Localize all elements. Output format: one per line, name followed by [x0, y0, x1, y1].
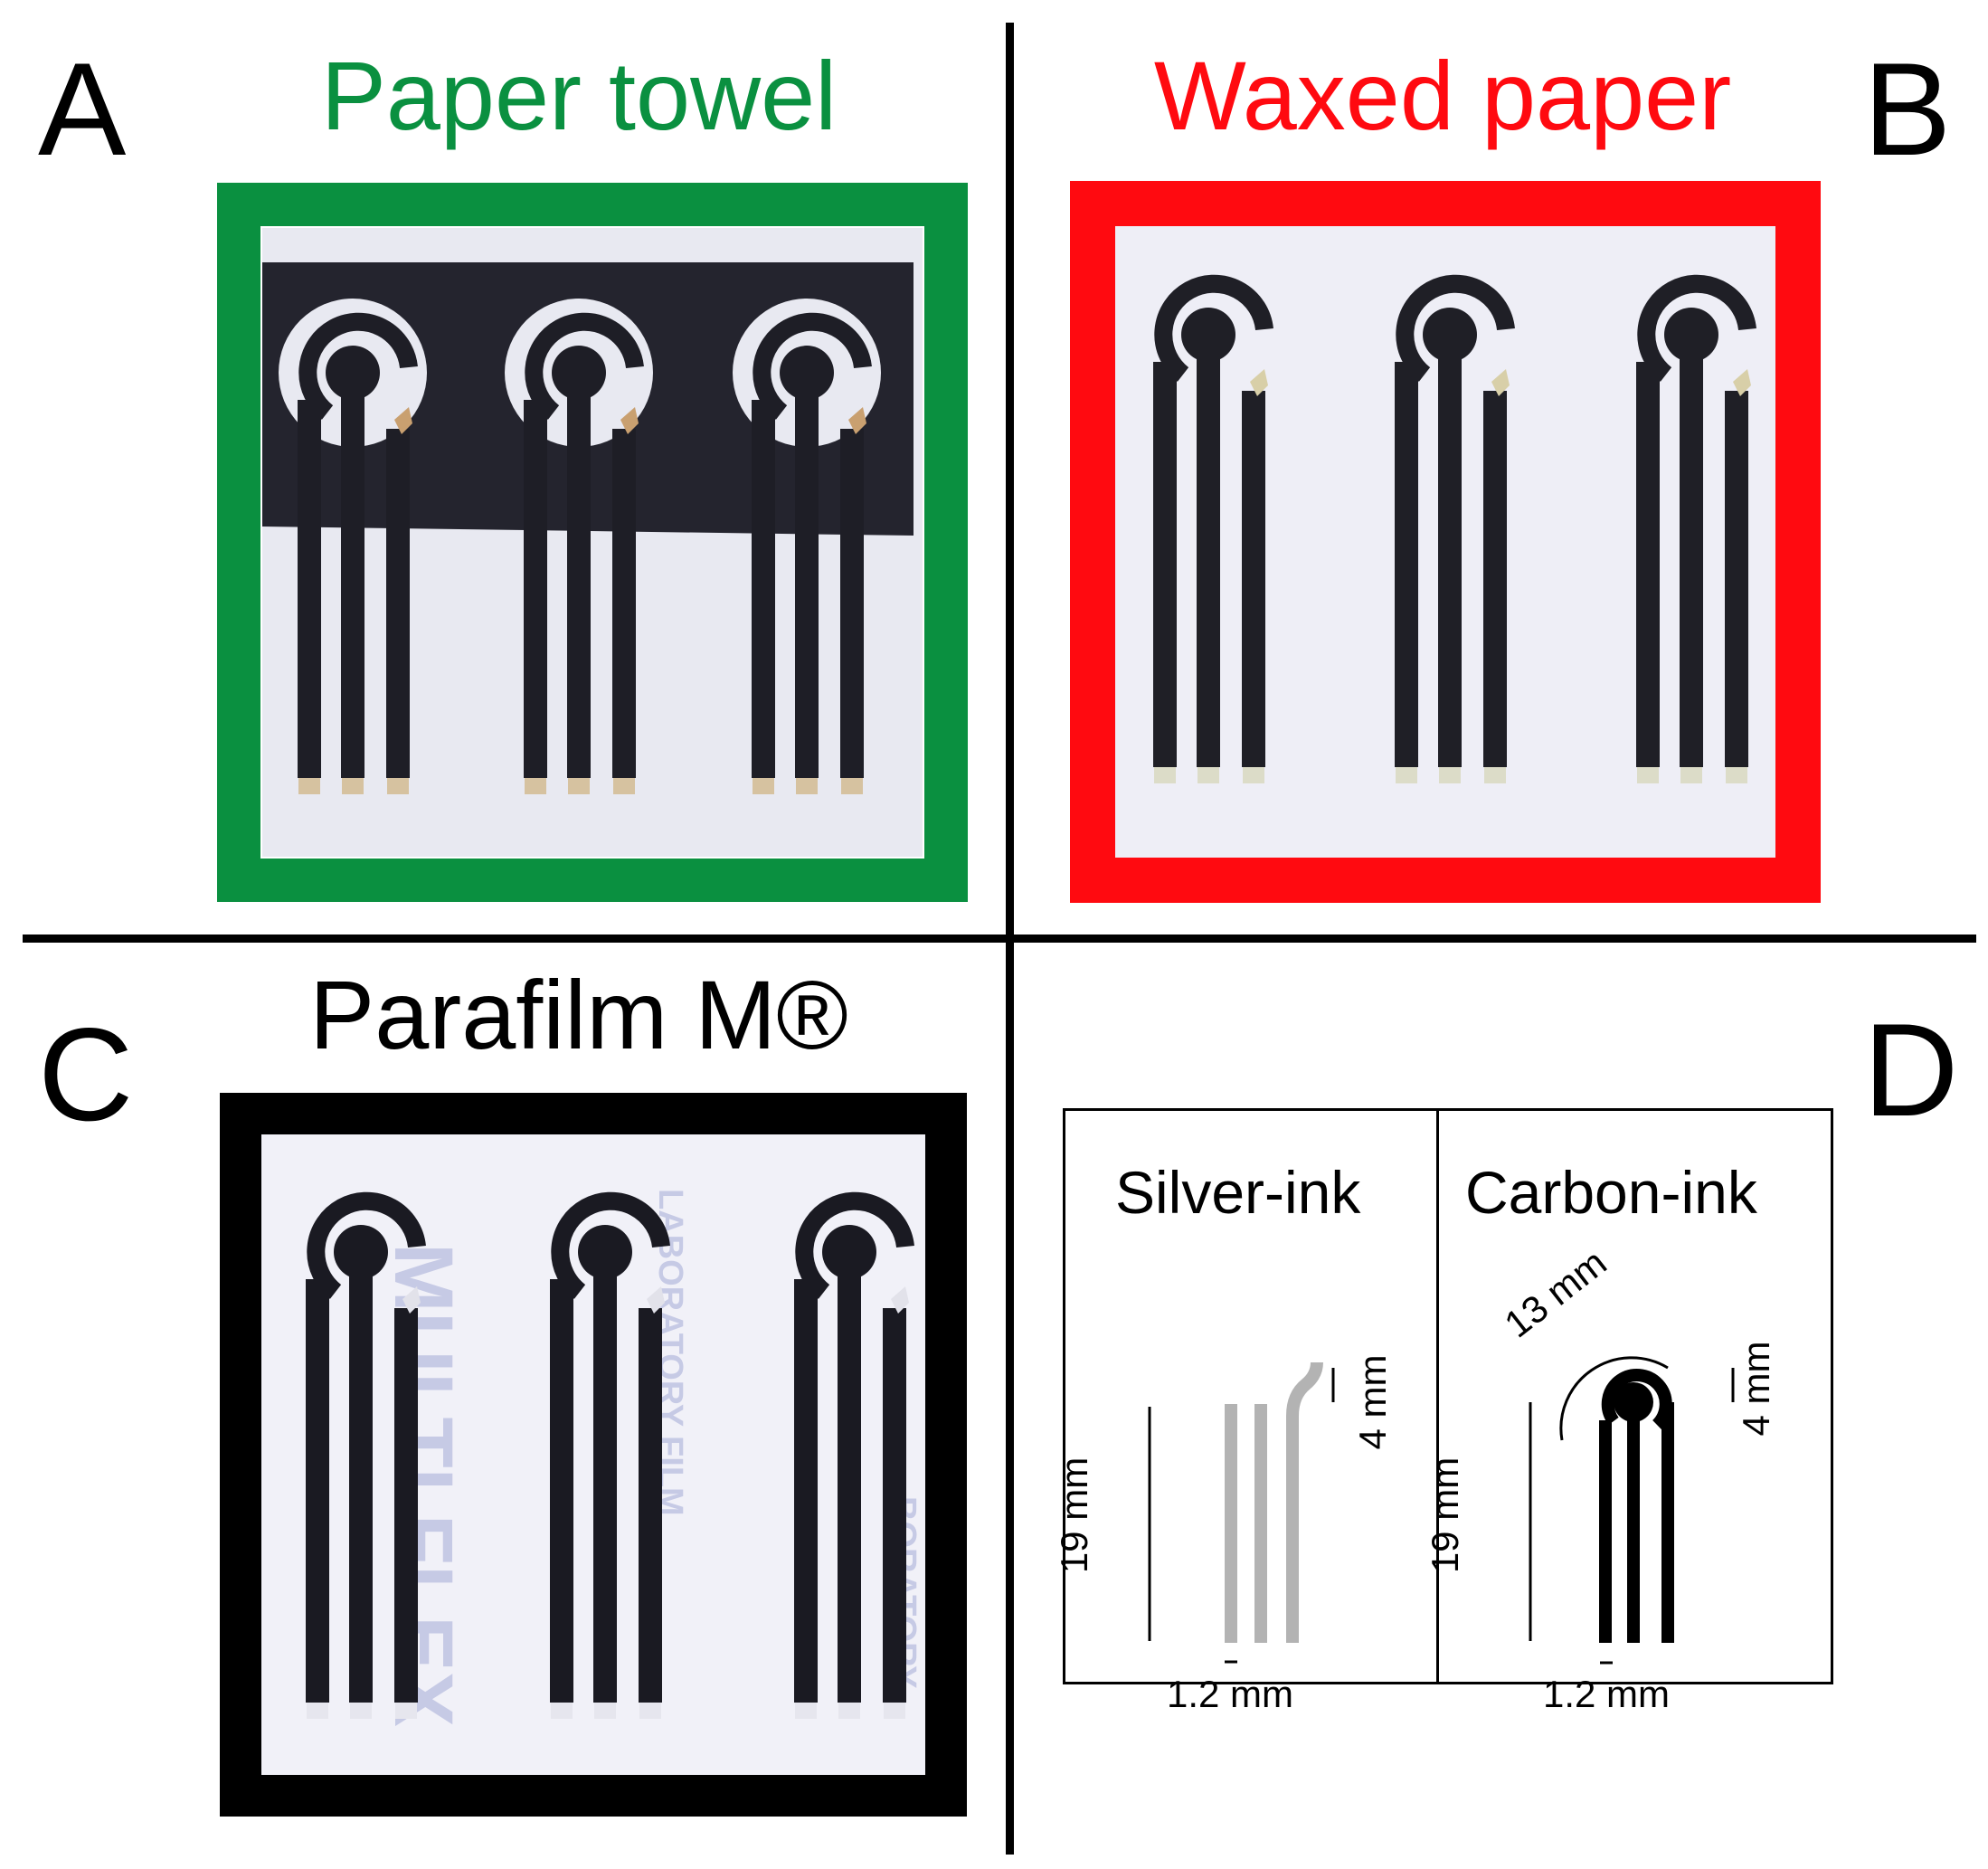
printed-electrode-1: [306, 1191, 426, 1719]
contact-pad: [753, 778, 774, 794]
panel-a-title: Paper towel: [320, 41, 838, 150]
contact-pad: [884, 1703, 905, 1719]
printed-electrode-2: [550, 1191, 670, 1719]
contact-pad: [841, 778, 863, 794]
counter-electrode: [1396, 274, 1515, 382]
contact-pad: [1439, 767, 1461, 783]
counter-electrode: [795, 1191, 914, 1299]
silver-length-label: 19 mm: [1053, 1456, 1095, 1574]
printed-electrode-3: [733, 299, 881, 794]
contact-pad: [838, 1703, 860, 1719]
contact-pad: [1198, 767, 1219, 783]
contact-pad: [307, 1703, 328, 1719]
printed-electrode-1: [1153, 274, 1273, 783]
silver-tab: [848, 407, 866, 434]
silver-tab: [394, 407, 412, 434]
contact-pad: [1396, 767, 1417, 783]
carbon-tab-label: 4 mm: [1735, 1341, 1777, 1437]
printed-electrode-3: [1636, 274, 1756, 783]
contact-pad: [342, 778, 364, 794]
silver-ink-schematic: [1148, 1361, 1335, 1664]
silver-tab: [620, 407, 639, 434]
contact-pad: [298, 778, 320, 794]
printed-electrode-3: [794, 1191, 914, 1719]
silver-tab: [891, 1286, 909, 1314]
carbon-ink-label: Carbon-ink: [1465, 1159, 1757, 1226]
panel-a-letter: A: [38, 35, 127, 183]
panel-d-letter: D: [1863, 996, 1959, 1143]
contact-pad: [1726, 767, 1747, 783]
silver-tab: [1250, 369, 1268, 396]
contact-pad: [551, 1703, 573, 1719]
silver-ink-label: Silver-ink: [1115, 1159, 1361, 1226]
contact-pad: [525, 778, 546, 794]
carbon-ink-schematic: [1529, 1356, 1735, 1665]
panel-b-title: Waxed paper: [1153, 41, 1732, 150]
contact-pad: [395, 1703, 417, 1719]
contact-pad: [1243, 767, 1264, 783]
counter-electrode: [753, 312, 872, 420]
contact-pad: [594, 1703, 616, 1719]
contact-pad: [350, 1703, 372, 1719]
counter-electrode: [307, 1191, 426, 1299]
contact-pad: [1680, 767, 1702, 783]
printed-electrode-1: [279, 299, 427, 794]
contact-pad: [1484, 767, 1506, 783]
silver-tab: [1733, 369, 1751, 396]
silver-tab-label: 4 mm: [1351, 1354, 1394, 1450]
contact-pad: [796, 778, 818, 794]
panel-c-letter: C: [38, 1001, 134, 1148]
carbon-length-label: 19 mm: [1424, 1456, 1466, 1574]
counter-electrode: [298, 312, 418, 420]
parafilm-print-1: MULTI FLEX: [377, 1243, 469, 1727]
schematic-divider: [1436, 1108, 1439, 1684]
silver-tab: [1491, 369, 1510, 396]
contact-pad: [1154, 767, 1176, 783]
counter-electrode: [1637, 274, 1756, 382]
panel-a-photo: [262, 228, 923, 857]
contact-pad: [1637, 767, 1659, 783]
printed-electrode-2: [1395, 274, 1515, 783]
contact-pad: [639, 1703, 661, 1719]
carbon-width-label: 1.2 mm: [1543, 1673, 1671, 1715]
panel-c-photo: MULTI FLEX LABORATORY FILM BORATORY: [261, 1134, 925, 1775]
contact-pad: [613, 778, 635, 794]
contact-pad: [568, 778, 590, 794]
printed-electrode-2: [505, 299, 653, 794]
schematic-box: [1063, 1108, 1833, 1684]
contact-pad: [387, 778, 409, 794]
contact-pad: [795, 1703, 817, 1719]
horizontal-divider: [23, 934, 1976, 943]
panel-b-photo: [1115, 226, 1775, 858]
silver-tab: [647, 1286, 665, 1314]
counter-electrode: [525, 312, 644, 420]
silver-width-label: 1.2 mm: [1167, 1673, 1294, 1715]
counter-electrode: [551, 1191, 670, 1299]
panel-b-letter: B: [1863, 35, 1952, 183]
silver-tab: [402, 1286, 421, 1314]
counter-electrode: [1154, 274, 1273, 382]
panel-c-title: Parafilm M®: [309, 960, 848, 1069]
